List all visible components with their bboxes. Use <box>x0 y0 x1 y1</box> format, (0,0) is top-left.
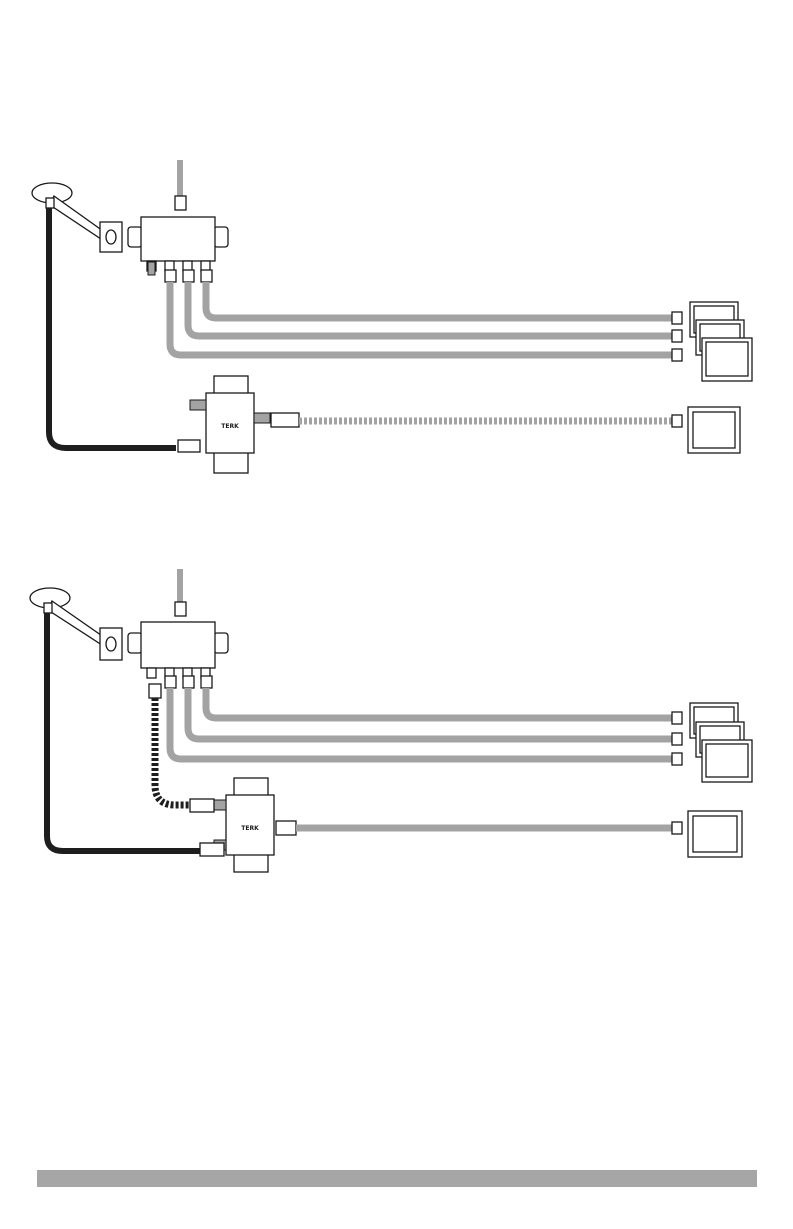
connector <box>149 684 161 698</box>
connector <box>165 676 176 688</box>
tv-cable-1 <box>206 688 672 718</box>
diagram-option-2: TERK <box>30 569 752 872</box>
connector <box>276 821 296 835</box>
connector <box>200 843 224 856</box>
connector <box>672 312 682 324</box>
connector <box>672 753 682 765</box>
tv-stack <box>690 302 752 381</box>
connector <box>201 270 212 282</box>
connector <box>672 733 682 745</box>
connector <box>183 676 194 688</box>
satellite-dish-icon <box>30 588 122 660</box>
satellite-dish-icon <box>32 183 122 252</box>
connector <box>183 270 194 282</box>
splitter-logo: TERK <box>221 423 239 430</box>
connector <box>271 413 299 427</box>
tv <box>688 407 740 453</box>
connector <box>201 676 212 688</box>
connector <box>672 712 682 724</box>
connector <box>178 440 200 452</box>
tv-cable-1 <box>206 282 672 318</box>
connector <box>672 330 682 342</box>
footer-bar <box>37 1170 757 1187</box>
splitter: TERK <box>214 778 274 872</box>
connector <box>672 349 682 361</box>
feed-connector <box>175 602 186 616</box>
connector <box>672 822 682 834</box>
feed-connector <box>175 196 186 210</box>
tv-cable-2 <box>188 282 672 336</box>
connector <box>672 415 682 427</box>
tv-stack <box>690 703 752 782</box>
diagram-option-1: TERK <box>32 160 752 473</box>
multiswitch <box>128 217 228 275</box>
multiswitch <box>128 622 228 678</box>
tv-cable-2 <box>188 688 672 739</box>
tv-cable-3 <box>170 688 672 759</box>
splitter-logo: TERK <box>241 825 259 832</box>
connector <box>165 270 176 282</box>
splitter: TERK <box>190 376 270 473</box>
connector <box>190 799 214 812</box>
tv <box>688 811 742 857</box>
